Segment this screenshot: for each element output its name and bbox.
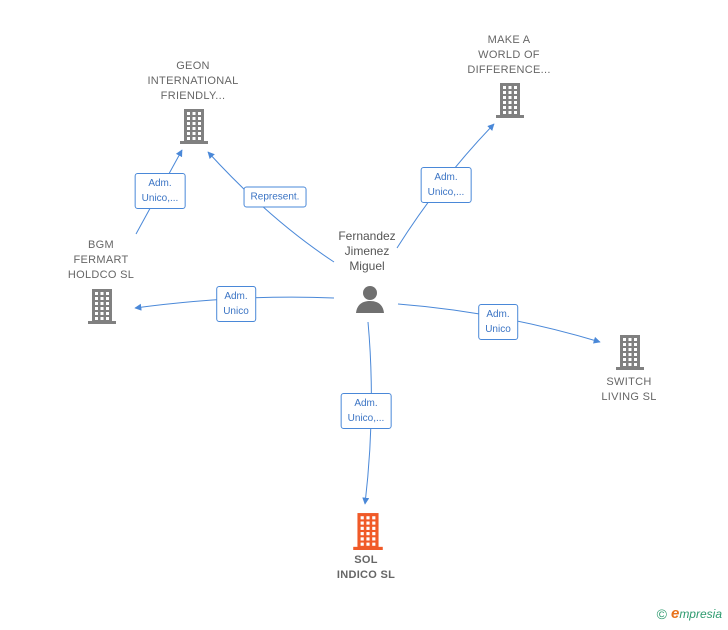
relation-label-person-to-switch-living[interactable]: Adm. Unico bbox=[478, 304, 518, 340]
relation-label-person-to-make-a-world[interactable]: Adm. Unico,... bbox=[420, 167, 472, 203]
building-icon[interactable] bbox=[180, 108, 208, 144]
relation-label-bgm-to-geon[interactable]: Adm. Unico,... bbox=[134, 173, 186, 209]
person-icon[interactable] bbox=[355, 284, 385, 314]
building-icon[interactable] bbox=[88, 288, 116, 324]
company-label-sol-indico[interactable]: SOL INDICO SL bbox=[336, 554, 396, 581]
person-name-label[interactable]: Fernandez Jimenez Miguel bbox=[338, 229, 396, 273]
building-icon[interactable] bbox=[353, 512, 383, 550]
relation-label-person-to-geon[interactable]: Represent. bbox=[243, 186, 307, 208]
company-label-bgm[interactable]: BGM FERMART HOLDCO SL bbox=[67, 239, 135, 281]
copyright-icon: © bbox=[656, 605, 667, 622]
company-label-make-a-world[interactable]: MAKE A WORLD OF DIFFERENCE... bbox=[467, 34, 551, 76]
building-icon[interactable] bbox=[496, 82, 524, 118]
company-label-geon[interactable]: GEON INTERNATIONAL FRIENDLY... bbox=[147, 60, 239, 102]
brand-logo: empresia bbox=[670, 605, 722, 622]
edge-person-to-geon bbox=[207, 151, 335, 263]
building-icon[interactable] bbox=[616, 334, 644, 370]
relation-label-person-to-sol-indico[interactable]: Adm. Unico,... bbox=[340, 393, 392, 429]
empresia-brand[interactable]: © empresia bbox=[657, 605, 722, 622]
relation-label-person-to-bgm[interactable]: Adm. Unico bbox=[216, 286, 256, 322]
company-label-switch-living[interactable]: SWITCH LIVING SL bbox=[601, 376, 657, 403]
